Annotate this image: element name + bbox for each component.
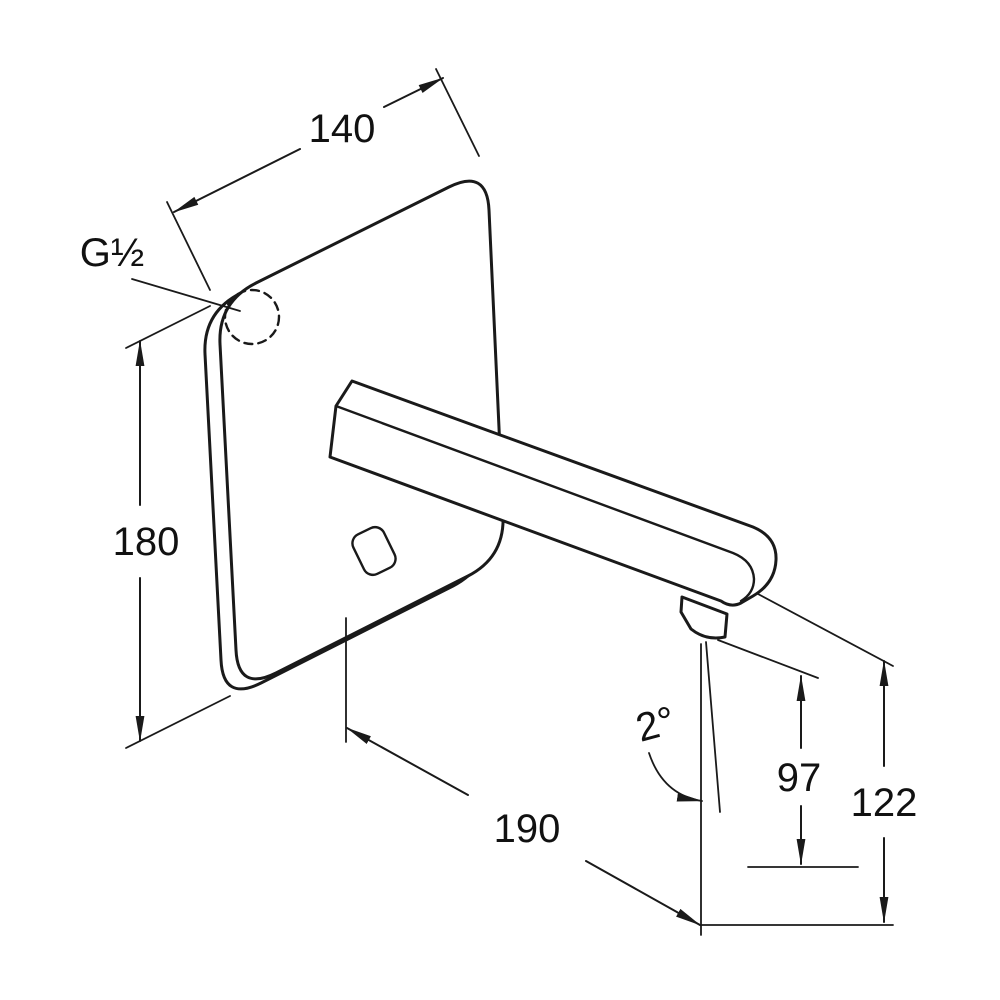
dimension-label-140: 140 — [309, 107, 376, 151]
dimension-label-97: 97 — [777, 756, 822, 800]
extension-line — [435, 68, 480, 157]
extension-line — [125, 695, 231, 749]
dimension-122: 122 — [757, 593, 918, 923]
spout-top-edge — [334, 404, 756, 603]
dimension-line — [383, 77, 444, 108]
dimension-line — [346, 727, 469, 796]
extension-line — [125, 305, 211, 349]
angle-label-2deg: 2° — [631, 698, 679, 750]
angle-arc-arrow — [648, 752, 703, 802]
dimension-180: 180 — [113, 305, 231, 749]
extension-line — [757, 593, 894, 667]
angle-reference-line — [705, 641, 721, 813]
extension-line — [717, 639, 819, 679]
extension-line — [166, 201, 211, 291]
callout-g-half: G½ — [80, 231, 241, 312]
dimension-label-190: 190 — [494, 807, 561, 851]
aerator-outlet — [679, 595, 729, 640]
annotation-angle: 2° — [631, 641, 721, 813]
dimension-label-122: 122 — [851, 781, 918, 825]
g-half-connection-circle — [223, 288, 281, 346]
leader-line — [131, 278, 241, 312]
dimension-label-180: 180 — [113, 520, 180, 564]
spout — [328, 379, 778, 607]
thread-label-g-half: G½ — [80, 231, 144, 275]
dimension-line — [173, 148, 301, 213]
dimension-140: 140 — [166, 68, 480, 291]
sensor-window — [351, 525, 397, 577]
dimension-190: 190 — [345, 617, 894, 936]
dimension-line — [585, 860, 701, 926]
faucet-body — [203, 179, 778, 691]
dimension-97: 97 — [717, 639, 859, 868]
